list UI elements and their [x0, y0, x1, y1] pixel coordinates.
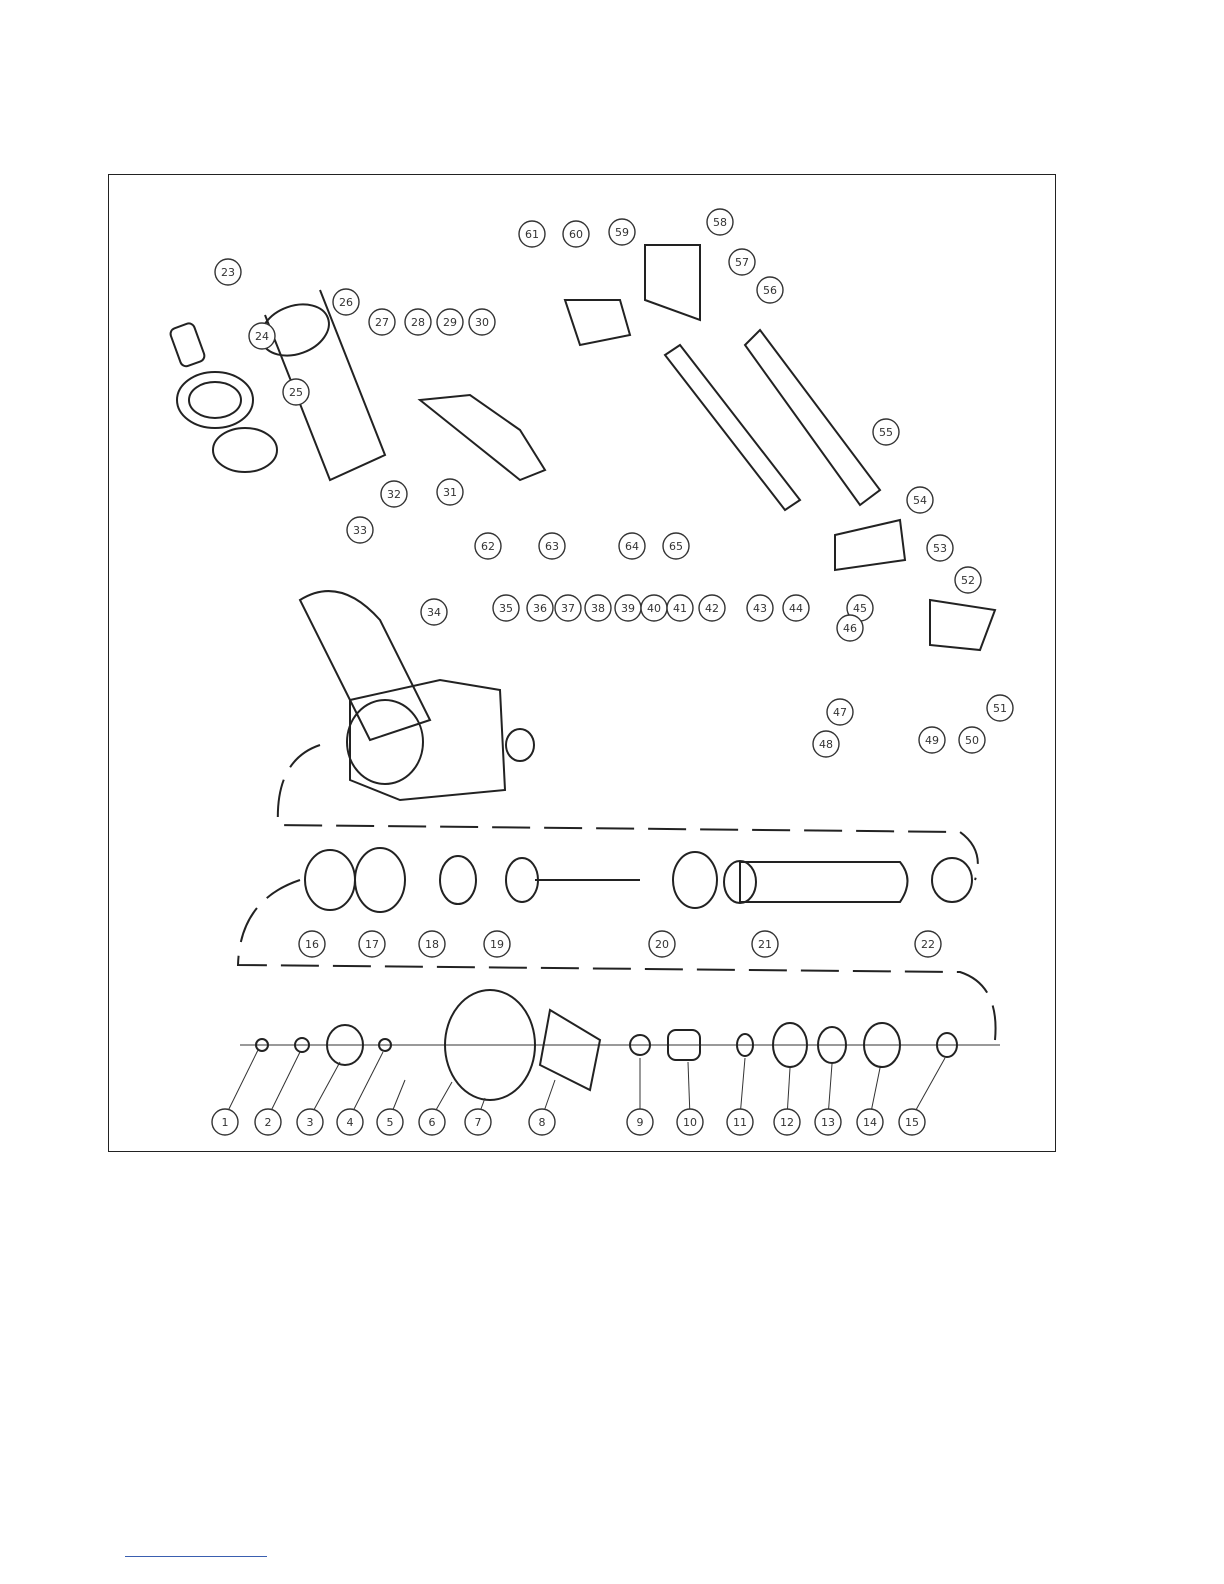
callout-number: 16 — [305, 938, 319, 951]
callout-number: 60 — [569, 228, 583, 241]
callout-number: 50 — [965, 734, 979, 747]
callout-number: 56 — [763, 284, 777, 297]
magazine-rails — [420, 245, 995, 650]
callout-number: 33 — [353, 524, 367, 537]
callout-number: 3 — [307, 1116, 314, 1129]
callout-number: 5 — [387, 1116, 394, 1129]
callout-number: 37 — [561, 602, 575, 615]
nozzle-assembly — [169, 290, 430, 740]
callout-number: 18 — [425, 938, 439, 951]
callout-number: 40 — [647, 602, 661, 615]
callout-number: 59 — [615, 226, 629, 239]
callout-number: 15 — [905, 1116, 919, 1129]
callout-number: 57 — [735, 256, 749, 269]
callout-number: 11 — [733, 1116, 747, 1129]
callout-number: 23 — [221, 266, 235, 279]
footer-rule — [125, 1556, 267, 1557]
callout-number: 38 — [591, 602, 605, 615]
callout-number: 55 — [879, 426, 893, 439]
callout-number: 27 — [375, 316, 389, 329]
callout-number: 22 — [921, 938, 935, 951]
bottom-row-parts — [240, 990, 1000, 1100]
main-housing — [347, 680, 534, 800]
callout-number: 1 — [222, 1116, 229, 1129]
callout-number: 7 — [475, 1116, 482, 1129]
callout-number: 32 — [387, 488, 401, 501]
callout-number: 51 — [993, 702, 1007, 715]
callout-number: 64 — [625, 540, 639, 553]
callout-number: 10 — [683, 1116, 697, 1129]
callout-number: 6 — [429, 1116, 436, 1129]
callout-number: 48 — [819, 738, 833, 751]
callout-number: 42 — [705, 602, 719, 615]
callout-number: 61 — [525, 228, 539, 241]
callout-number: 8 — [539, 1116, 546, 1129]
callout-number: 54 — [913, 494, 927, 507]
callout-number: 63 — [545, 540, 559, 553]
callout-number: 19 — [490, 938, 504, 951]
callout-number: 43 — [753, 602, 767, 615]
callout-number: 2 — [265, 1116, 272, 1129]
callout-number: 39 — [621, 602, 635, 615]
callout-number: 28 — [411, 316, 425, 329]
callout-number: 21 — [758, 938, 772, 951]
callout-number: 26 — [339, 296, 353, 309]
callout-number: 12 — [780, 1116, 794, 1129]
callout-number: 17 — [365, 938, 379, 951]
callout-number: 35 — [499, 602, 513, 615]
middle-row-parts — [305, 848, 972, 912]
callout-number: 31 — [443, 486, 457, 499]
callout-number: 62 — [481, 540, 495, 553]
callout-number: 49 — [925, 734, 939, 747]
callouts: 1234567891011121314151617181920212223242… — [212, 209, 1013, 1135]
callout-number: 4 — [347, 1116, 354, 1129]
callout-number: 24 — [255, 330, 269, 343]
callout-number: 14 — [863, 1116, 877, 1129]
callout-number: 47 — [833, 706, 847, 719]
callout-number: 25 — [289, 386, 303, 399]
callout-number: 34 — [427, 606, 441, 619]
callout-number: 65 — [669, 540, 683, 553]
callout-number: 44 — [789, 602, 803, 615]
callout-number: 46 — [843, 622, 857, 635]
callout-number: 52 — [961, 574, 975, 587]
callout-number: 20 — [655, 938, 669, 951]
callout-number: 30 — [475, 316, 489, 329]
callout-number: 29 — [443, 316, 457, 329]
callout-number: 45 — [853, 602, 867, 615]
assembly-guide-lines — [238, 745, 996, 1040]
callout-number: 13 — [821, 1116, 835, 1129]
callout-number: 9 — [637, 1116, 644, 1129]
callout-number: 53 — [933, 542, 947, 555]
callout-number: 58 — [713, 216, 727, 229]
callout-number: 41 — [673, 602, 687, 615]
callout-number: 36 — [533, 602, 547, 615]
